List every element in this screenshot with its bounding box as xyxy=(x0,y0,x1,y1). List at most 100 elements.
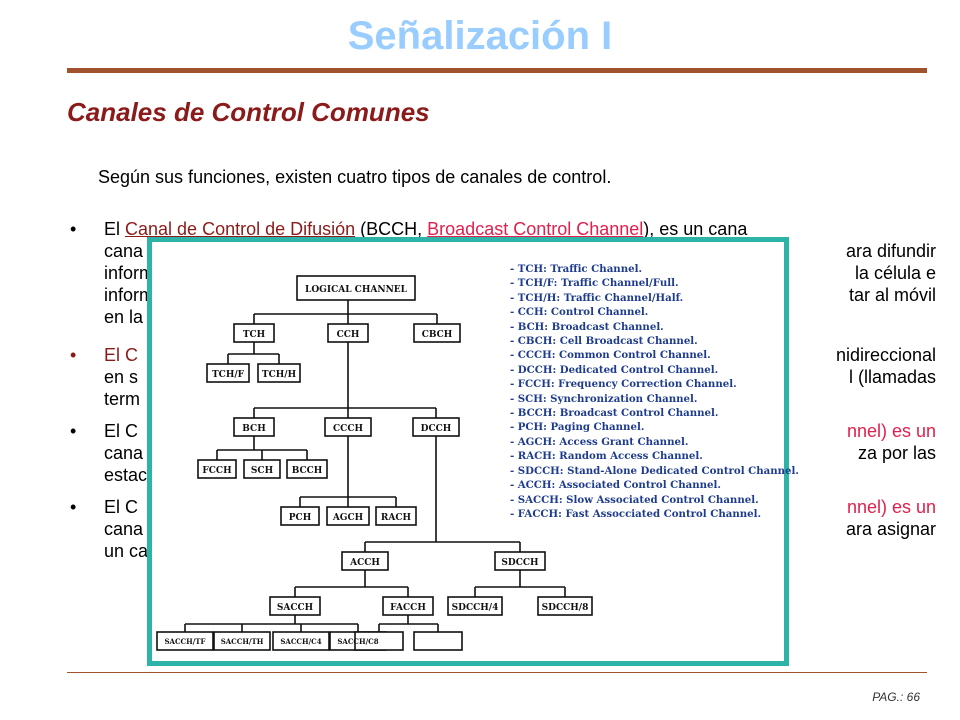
node-sacch-c4: SACCH/C4 xyxy=(280,637,321,646)
node-pch: PCH xyxy=(289,513,312,523)
bullet-line: un ca xyxy=(104,540,936,562)
node-box xyxy=(413,631,463,651)
bullet-line: El C nnel) es un xyxy=(104,496,936,518)
node-sch: SCH xyxy=(251,466,274,476)
legend-item: - ACCH: Associated Control Channel. xyxy=(510,479,721,492)
bullet-line-left: inform xyxy=(104,263,155,283)
node-sacch: SACCH xyxy=(277,603,314,613)
node-box xyxy=(354,631,404,651)
node-box xyxy=(213,631,271,651)
page-title: Señalización I xyxy=(347,14,613,58)
node-agch: AGCH xyxy=(332,513,364,523)
bullet-line: term xyxy=(104,388,936,410)
page-number: PAG.: 66 xyxy=(872,690,920,704)
node-box xyxy=(537,596,593,616)
node-tch: TCH xyxy=(243,330,266,340)
bullet-agch: • El C nnel) es un cana ara asignar un c… xyxy=(70,496,936,562)
bullet-line-left: El C xyxy=(104,497,139,517)
diagram-legend: - TCH: Traffic Channel.- TCH/F: Traffic … xyxy=(510,262,799,521)
node-sacch-th: SACCH/TH xyxy=(221,637,264,646)
node-tchf: TCH/F xyxy=(212,370,245,380)
legend-item: - SCH: Synchronization Channel. xyxy=(510,392,698,405)
bullet-line-left: El C xyxy=(104,345,139,365)
node-bcch: BCCH xyxy=(292,466,323,476)
node-box xyxy=(243,459,281,479)
legend-item: - FCCH: Frequency Correction Channel. xyxy=(510,378,737,391)
title-divider xyxy=(67,68,927,73)
node-dcch: DCCH xyxy=(421,424,452,434)
bullet-line: inform la célula e xyxy=(104,262,936,284)
node-sdcch4: SDCCH/4 xyxy=(452,603,499,613)
node-tchh: TCH/H xyxy=(262,370,297,380)
node-box xyxy=(286,459,328,479)
legend-item: - SDCCH: Stand-Alone Dedicated Control C… xyxy=(510,464,799,477)
node-rach: RACH xyxy=(381,513,412,523)
bullet-line-right: l (llamadas xyxy=(848,367,936,387)
bullet-line-right: ara asignar xyxy=(845,519,936,539)
bullet-line: cana ara difundir xyxy=(104,240,936,262)
bullet-line: cana ara asignar xyxy=(104,518,936,540)
intro-text: Según sus funciones, existen cuatro tipo… xyxy=(98,167,612,187)
node-box xyxy=(233,417,275,437)
node-facch: FACCH xyxy=(390,603,426,613)
node-cch: CCH xyxy=(337,330,360,340)
legend-item: - PCH: Paging Channel. xyxy=(510,421,645,434)
footer-divider xyxy=(67,672,927,673)
node-box xyxy=(494,551,546,571)
bullet-line-left: El C xyxy=(104,421,139,441)
legend-item: - AGCH: Access Grant Channel. xyxy=(510,435,689,448)
node-box xyxy=(206,363,250,383)
node-sdcch8: SDCCH/8 xyxy=(542,603,589,613)
node-box xyxy=(269,596,321,616)
node-box xyxy=(375,506,417,526)
node-box xyxy=(197,459,237,479)
bullet-line-right: za por las xyxy=(857,443,936,463)
node-box xyxy=(447,596,503,616)
bullet-line-left: en s xyxy=(104,367,139,387)
bullet-line: El C nnel) es un xyxy=(104,420,936,442)
bullet-line-right: tar al móvil xyxy=(848,285,936,305)
bullet-line-left: inform xyxy=(104,285,155,305)
section-subtitle: Canales de Control Comunes xyxy=(67,97,430,127)
node-sacch-c8: SACCH/C8 xyxy=(337,637,378,646)
bullet-line-left: un ca xyxy=(104,541,149,561)
node-bch: BCH xyxy=(242,424,266,434)
bullet-line: El Canal de Control de Difusión (BCCH, B… xyxy=(104,218,936,240)
logical-channel-diagram: LOGICAL CHANNEL TCH CCH CBCH TCH/F TCH/H… xyxy=(147,237,789,666)
bullet-line-left: cana xyxy=(104,241,144,261)
legend-item: - TCH/H: Traffic Channel/Half. xyxy=(510,291,684,304)
node-box xyxy=(412,417,460,437)
bullet-line: estac xyxy=(104,464,936,486)
node-sdcch: SDCCH xyxy=(501,558,539,568)
bullet-line-right: nnel) es un xyxy=(846,497,936,517)
legend-item: - BCH: Broadcast Channel. xyxy=(510,320,664,333)
legend-item: - CBCH: Cell Broadcast Channel. xyxy=(510,335,698,348)
node-acch: ACCH xyxy=(349,558,380,568)
legend-item: - DCCH: Dedicated Control Channel. xyxy=(510,363,719,376)
bullet-text-segment: El xyxy=(104,219,126,239)
node-box xyxy=(296,275,416,301)
node-logical-channel: LOGICAL CHANNEL xyxy=(305,285,408,295)
node-box xyxy=(382,596,434,616)
bullet-line-left: cana xyxy=(104,519,144,539)
node-box xyxy=(341,551,389,571)
node-cbch: CBCH xyxy=(422,330,453,340)
node-box xyxy=(280,506,320,526)
bullet-line-right: la célula e xyxy=(854,263,936,283)
legend-item: - BCCH: Broadcast Control Channel. xyxy=(510,407,719,420)
legend-item: - TCH/F: Traffic Channel/Full. xyxy=(510,277,679,290)
node-fcch: FCCH xyxy=(202,466,232,476)
bullet-line-left: term xyxy=(104,389,140,409)
node-box xyxy=(324,417,372,437)
bullet-text-segment: (BCCH, xyxy=(355,219,428,239)
node-box xyxy=(257,363,301,383)
legend-item: - FACCH: Fast Assocciated Control Channe… xyxy=(510,507,762,520)
bullet-dcch: • El C nnel) es un cana za por las estac xyxy=(70,420,936,486)
channel-tree: LOGICAL CHANNEL TCH CCH CBCH TCH/F TCH/H… xyxy=(156,275,593,651)
node-ccch: CCCH xyxy=(333,424,363,434)
bullet-line-right: nidireccional xyxy=(835,345,936,365)
node-box xyxy=(326,506,370,526)
bullet-line: El C nidireccional xyxy=(104,344,936,366)
diagram-canvas: LOGICAL CHANNEL TCH CCH CBCH TCH/F TCH/H… xyxy=(152,242,784,661)
node-box xyxy=(156,631,214,651)
